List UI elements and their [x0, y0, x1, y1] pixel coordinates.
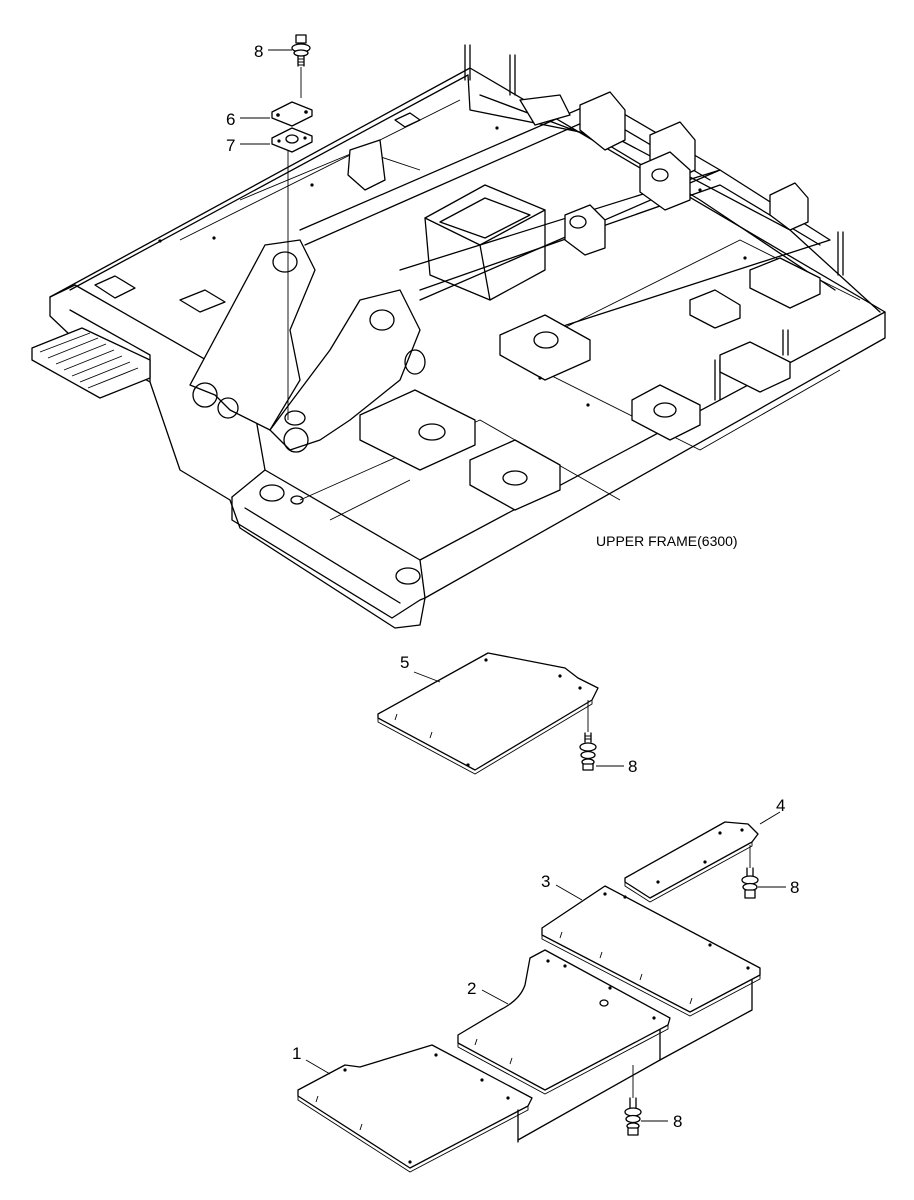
callout-8-bottom: 8 [673, 1112, 682, 1131]
callout-4: 4 [776, 796, 785, 815]
bolt-8-top [268, 34, 311, 98]
callout-3: 3 [541, 872, 550, 891]
callout-2: 2 [467, 979, 476, 998]
plate-5 [377, 652, 599, 775]
bolt-8-plate-5 [579, 700, 624, 771]
plate-1 [297, 1044, 533, 1173]
bolt-8-plate-4 [741, 845, 786, 899]
callout-7: 7 [226, 136, 235, 155]
callout-6: 6 [226, 110, 235, 129]
callout-8-top: 8 [254, 42, 263, 61]
frame-caption: UPPER FRAME(6300) [596, 533, 738, 549]
callout-1: 1 [292, 1044, 301, 1063]
callout-8-plate-4: 8 [790, 878, 799, 897]
plate-2 [457, 949, 671, 1095]
upper-frame [31, 44, 886, 629]
bolt-8-bottom [624, 1065, 668, 1136]
plate-4 [624, 811, 781, 903]
plate-3 [541, 884, 761, 1017]
callout-5: 5 [400, 653, 409, 672]
gasket-7 [240, 127, 313, 153]
undercover-walls [517, 979, 753, 1143]
cover-6 [240, 101, 313, 127]
callout-8-plate-5: 8 [628, 757, 637, 776]
